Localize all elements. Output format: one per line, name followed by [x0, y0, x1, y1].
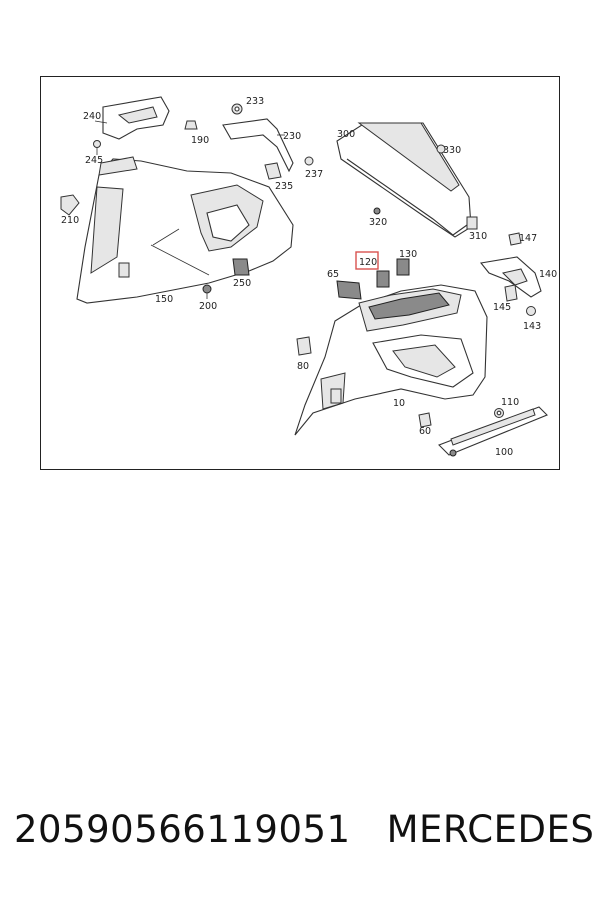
part-235-clip: [264, 162, 282, 180]
part-60-clip: [418, 412, 432, 428]
callout-190: 190: [191, 135, 209, 146]
part-number: 20590566119051: [14, 808, 351, 851]
callout-145: 145: [493, 302, 511, 313]
callout-235: 235: [275, 181, 293, 192]
parts-diagram: 240 233 190 230 245 235 237 300 330 210 …: [60, 96, 557, 458]
parts-diagram-frame: 240 233 190 230 245 235 237 300 330 210 …: [40, 76, 560, 470]
brand-name: MERCEDES: [386, 808, 595, 851]
callout-143: 143: [523, 321, 541, 332]
callout-150: 150: [155, 294, 173, 305]
callout-130: 130: [399, 249, 417, 260]
callout-200: 200: [199, 301, 217, 312]
callout-240: 240: [83, 111, 101, 122]
callout-10: 10: [393, 398, 405, 409]
callout-110: 110: [501, 397, 519, 408]
part-140-bracket: [479, 256, 542, 298]
part-330-clip: [436, 144, 446, 154]
callout-237: 237: [305, 169, 323, 180]
part-190-clip: [184, 120, 198, 130]
part-200-bolt: [202, 284, 212, 299]
callout-330: 330: [443, 145, 461, 156]
callout-230: 230: [283, 131, 301, 142]
callout-65: 65: [327, 269, 339, 280]
callout-320: 320: [369, 217, 387, 228]
part-310-clip: [466, 216, 478, 230]
callout-233: 233: [246, 96, 264, 107]
part-233-nut: [231, 103, 243, 115]
callout-147: 147: [519, 233, 537, 244]
part-130-module: [396, 258, 410, 276]
callout-245: 245: [85, 155, 103, 166]
part-230-trim: [222, 118, 294, 173]
callout-210: 210: [61, 215, 79, 226]
part-145-pin: [504, 284, 518, 302]
callout-120: 120: [359, 257, 377, 268]
callout-80: 80: [297, 361, 309, 372]
callout-140: 140: [539, 269, 557, 280]
product-caption: 20590566119051 MERCEDES: [14, 808, 594, 851]
part-10-side-panel: [294, 284, 488, 436]
callout-100: 100: [495, 447, 513, 458]
part-110-nut: [494, 408, 504, 418]
part-150-side-panel: [76, 156, 294, 304]
part-250-block: [232, 258, 250, 276]
part-147-pin: [508, 232, 522, 246]
part-320-screw: [373, 207, 381, 215]
callout-250: 250: [233, 278, 251, 289]
part-210-bracket: [60, 194, 80, 216]
part-237-pin: [304, 156, 314, 166]
callout-60: 60: [419, 426, 431, 437]
callout-300: 300: [337, 129, 355, 140]
part-240-bracket: [94, 96, 170, 140]
highlight-box-120: [355, 251, 379, 270]
part-120-module: [376, 270, 390, 288]
part-245-screw: [93, 140, 101, 155]
part-100-rail: [438, 406, 548, 457]
part-65-module: [336, 280, 362, 300]
callout-310: 310: [469, 231, 487, 242]
part-143-nut: [526, 306, 536, 316]
part-80-clip: [296, 336, 312, 356]
part-300-cross-member: [336, 122, 472, 238]
